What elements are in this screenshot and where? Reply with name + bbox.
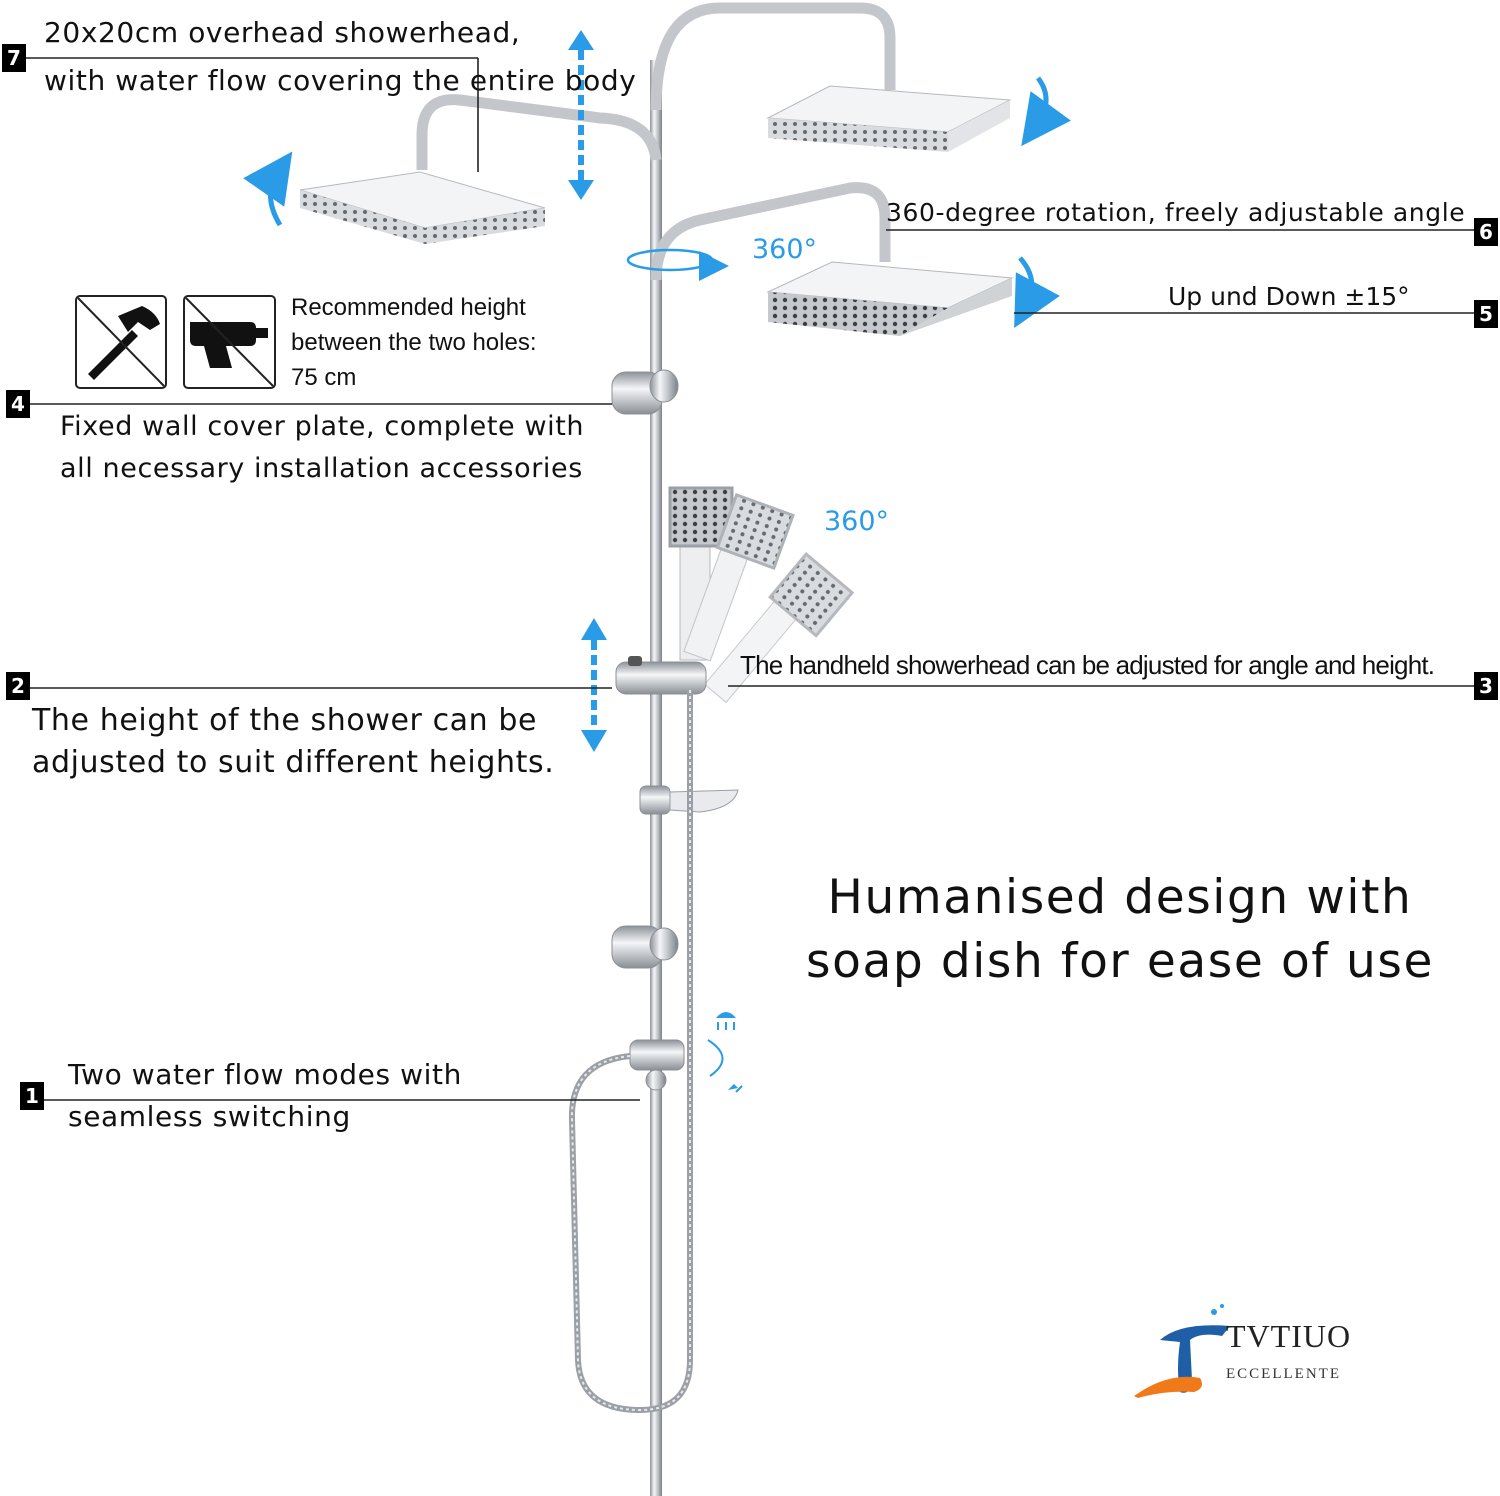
rotate-arrow-icon [1014,256,1060,329]
rotate-360-ring [626,248,714,272]
rotation-label-handheld: 360° [824,506,890,537]
brand-logo [1134,1304,1230,1398]
callout-7-line1: 20x20cm overhead showerhead, [44,16,521,49]
callout-7-line2: with water flow covering the entire body [44,64,637,97]
top-arm [650,2,896,111]
callout-4-line1: Fixed wall cover plate, complete with [60,411,585,442]
callout-number-6: 6 [1474,218,1498,246]
rotate-arrow-icon [1021,76,1071,147]
sliding-holder [615,656,707,695]
callout-2-text: The height of the shower can be adjusted… [32,700,554,784]
installation-line2: between the two holes: [291,329,537,356]
callout-2-line2: adjusted to suit different heights. [32,745,555,780]
callout-1-line1: Two water flow modes with [68,1058,462,1091]
installation-line1: Recommended height [291,294,526,321]
rain-mode-icon [716,1012,736,1030]
overhead-showerhead-left [299,171,546,244]
wall-bracket-bottom [611,925,679,969]
height-arrow-icon [581,618,607,752]
callout-number-4: 4 [6,390,30,418]
callout-5-text: Up und Down ±15° [1168,282,1410,311]
callout-3-text: The handheld showerhead can be adjusted … [740,650,1435,680]
installation-note: Recommended height between the two holes… [291,290,537,395]
callout-number-3: 3 [1474,672,1498,700]
wall-bracket-top [611,369,679,415]
left-arm [416,94,662,170]
callout-number-1: 1 [20,1082,44,1110]
brand-name: TVTIUO [1226,1318,1352,1354]
callout-1-text: Two water flow modes with seamless switc… [68,1054,462,1138]
callout-4-text: Fixed wall cover plate, complete with al… [60,406,584,490]
height-arrow-icon [568,30,594,200]
rotation-label-top: 360° [752,234,818,265]
spray-mode-icon [728,1084,743,1093]
no-hammer-icon [75,295,167,389]
callout-number-2: 2 [6,672,30,700]
callout-7-text: 20x20cm overhead showerhead, with water … [44,12,636,102]
headline-line2: soap dish for ease of use [806,934,1434,989]
diverter-valve [629,1039,685,1091]
handheld-showerhead [668,486,855,704]
callout-1-line2: seamless switching [68,1100,351,1133]
middle-arm [650,182,891,281]
headline: Humanised design with soap dish for ease… [800,866,1440,994]
main-rail [650,60,662,1496]
headline-line1: Humanised design with [827,870,1413,925]
callout-4-line2: all necessary installation accessories [60,453,583,484]
overhead-showerhead-middle [766,261,1014,336]
callout-2-line1: The height of the shower can be [32,703,538,738]
callout-number-7: 7 [2,44,26,72]
overhead-showerhead-top [766,85,1012,152]
rotate-arrow-icon [243,151,293,227]
callout-6-text: 360-degree rotation, freely adjustable a… [886,198,1466,227]
brand-tagline: ECCELLENTE [1226,1366,1341,1382]
no-drill-icon [183,295,276,389]
installation-line3: 75 cm [291,364,357,391]
callout-number-5: 5 [1474,300,1498,328]
